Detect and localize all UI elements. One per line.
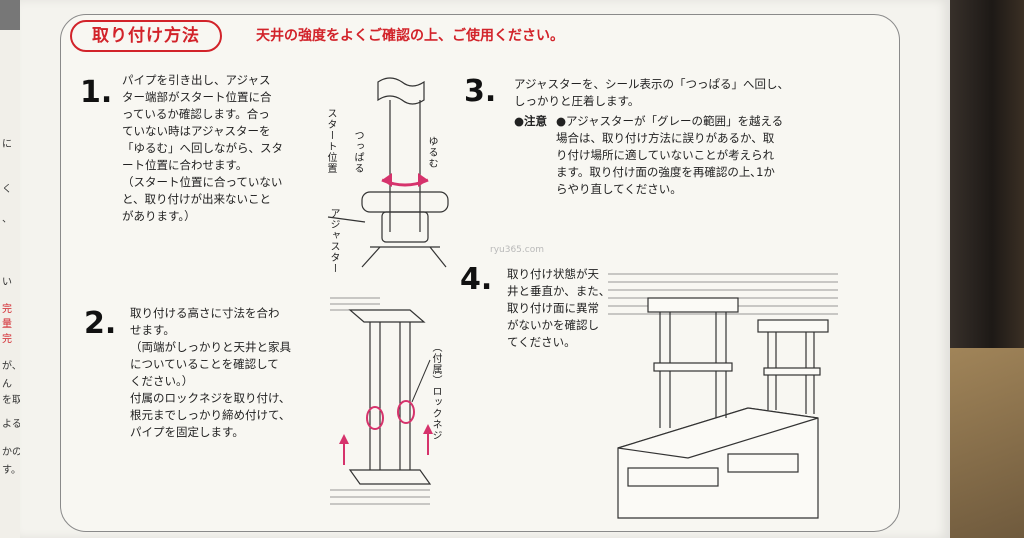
left-text-fragment: く [2, 184, 12, 195]
label-yurumu: ゆるむ [426, 136, 437, 169]
left-text-fragment: 完 [2, 334, 12, 345]
adjuster-illustration [327, 77, 449, 268]
section-subtitle: 天井の強度をよくご確認の上、ご使用ください。 [256, 28, 564, 44]
label-adjuster: アジャスター [328, 208, 339, 274]
step-1-number: 1. [80, 75, 113, 110]
step-2-number: 2. [84, 306, 117, 341]
watermark: ryu365.com [490, 245, 544, 255]
step-3-number: 3. [464, 74, 497, 109]
section-heading: 取り付け方法 [70, 20, 222, 52]
left-text-fragment: 量 [2, 319, 12, 330]
step-3-text: アジャスターを、シール表示の「つっぱる」へ回し、 しっかりと圧着します。 [514, 77, 789, 108]
left-text-fragment: かの [2, 447, 22, 458]
left-text-fragment: い [2, 277, 12, 288]
installed-illustration [608, 273, 838, 519]
left-text-fragment: が、 [2, 361, 22, 372]
note-label: ●注意 [514, 114, 548, 128]
left-text-fragment: を取 [2, 395, 22, 406]
step-2-text: 取り付ける高さに寸法を合わ せます。 （両端がしっかりと天井と家具 についている… [130, 306, 291, 439]
note-text: ●アジャスターが「グレーの範囲」を越える 場合は、取り付け方法に誤りがあるか、取… [556, 114, 784, 196]
left-text-fragment: ん [2, 379, 12, 390]
step-4-number: 4. [460, 262, 493, 297]
left-text-fragment: す。 [2, 465, 21, 476]
left-text-fragment: よる [2, 419, 22, 430]
left-text-fragment: 完 [2, 304, 12, 315]
label-lock-screw: （付属）ロックネジ [430, 342, 441, 441]
step-4-text: 取り付け状態が天 井と垂直か、また、 取り付け面に異常 がないかを確認し てくだ… [507, 267, 611, 349]
pole-illustration [330, 297, 433, 505]
step-1-text: パイプを引き出し、アジャス ター端部がスタート位置に合 っているか確認します。合… [122, 73, 283, 223]
label-start-position: スタート位置 [325, 108, 336, 174]
left-text-fragment: 、 [2, 214, 12, 225]
left-text-fragment: に [2, 139, 12, 150]
product-box: 取り付け方法 天井の強度をよくご確認の上、ご使用ください。 1. パイプを引き出… [20, 0, 950, 538]
label-tsupparu: つっぱる [352, 130, 363, 174]
